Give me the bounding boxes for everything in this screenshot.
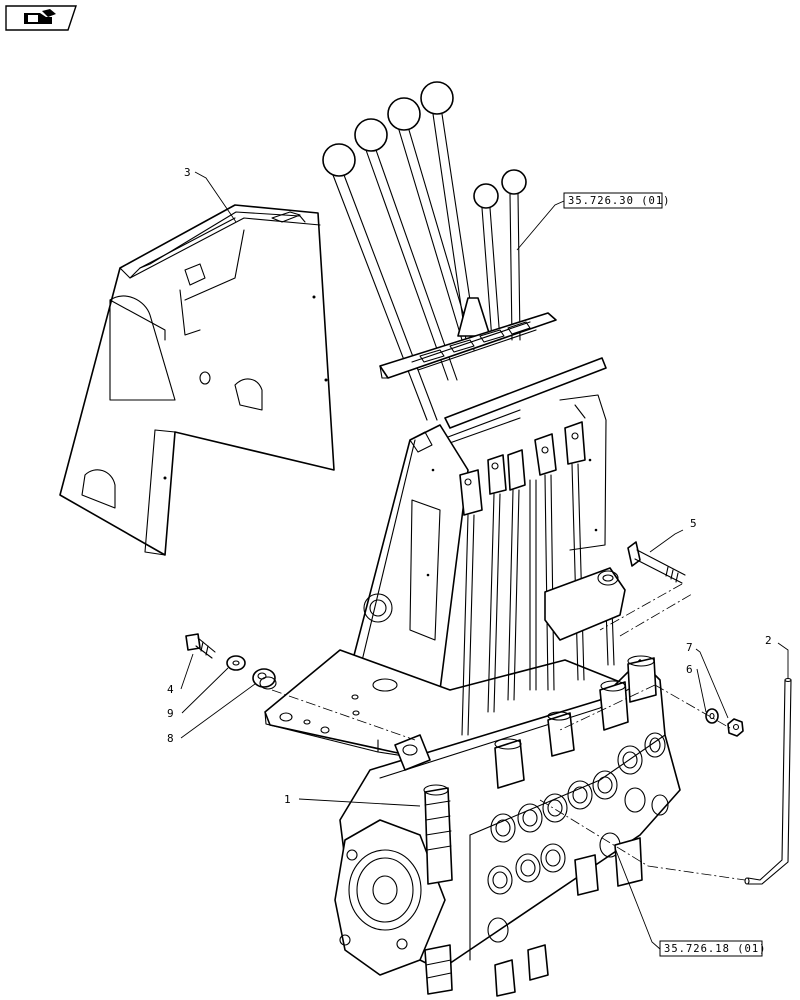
- control-valve: [334, 655, 681, 997]
- washer-part-9: [226, 655, 246, 671]
- spacer-part-8: [252, 668, 277, 690]
- pivot-bracket: [544, 567, 626, 641]
- bolt-part-4: [185, 633, 216, 659]
- reference-label-bottom: 35.726.18 (01): [664, 943, 767, 955]
- reference-box-top[interactable]: 35.726.30 (01): [563, 192, 671, 209]
- relief-valve: [423, 784, 453, 885]
- control-rods: [461, 463, 615, 736]
- callout-1[interactable]: 1: [284, 793, 291, 806]
- linkage-clevises: [459, 421, 586, 516]
- book-hand-icon[interactable]: [5, 5, 77, 31]
- guard-cover-part: [59, 204, 335, 556]
- bottom-fittings: [424, 837, 643, 997]
- spool-caps: [494, 655, 657, 789]
- reference-box-bottom[interactable]: 35.726.18 (01): [659, 940, 767, 957]
- callout-8[interactable]: 8: [167, 732, 174, 745]
- callout-2[interactable]: 2: [765, 634, 772, 647]
- callout-7[interactable]: 7: [686, 641, 693, 654]
- lever-guide-plate: [379, 312, 557, 379]
- bolt-part-5: [627, 541, 686, 584]
- callout-9[interactable]: 9: [167, 707, 174, 720]
- callout-6[interactable]: 6: [686, 663, 693, 676]
- washer-part-6: [705, 708, 719, 724]
- callout-3[interactable]: 3: [184, 166, 191, 179]
- control-levers: [322, 81, 527, 421]
- centerlines: [271, 583, 746, 881]
- leader-lines: [180, 171, 789, 950]
- callout-4[interactable]: 4: [167, 683, 174, 696]
- end-cap: [334, 819, 446, 976]
- nut-part-7: [727, 718, 744, 737]
- rod-part: [744, 677, 792, 885]
- base-plate: [264, 649, 641, 761]
- valve-ports: [487, 732, 669, 943]
- callout-labels: 1 2 3 4 5 6 7 8 9: [167, 166, 772, 806]
- reference-label-top: 35.726.30 (01): [568, 195, 671, 207]
- callout-5[interactable]: 5: [690, 517, 697, 530]
